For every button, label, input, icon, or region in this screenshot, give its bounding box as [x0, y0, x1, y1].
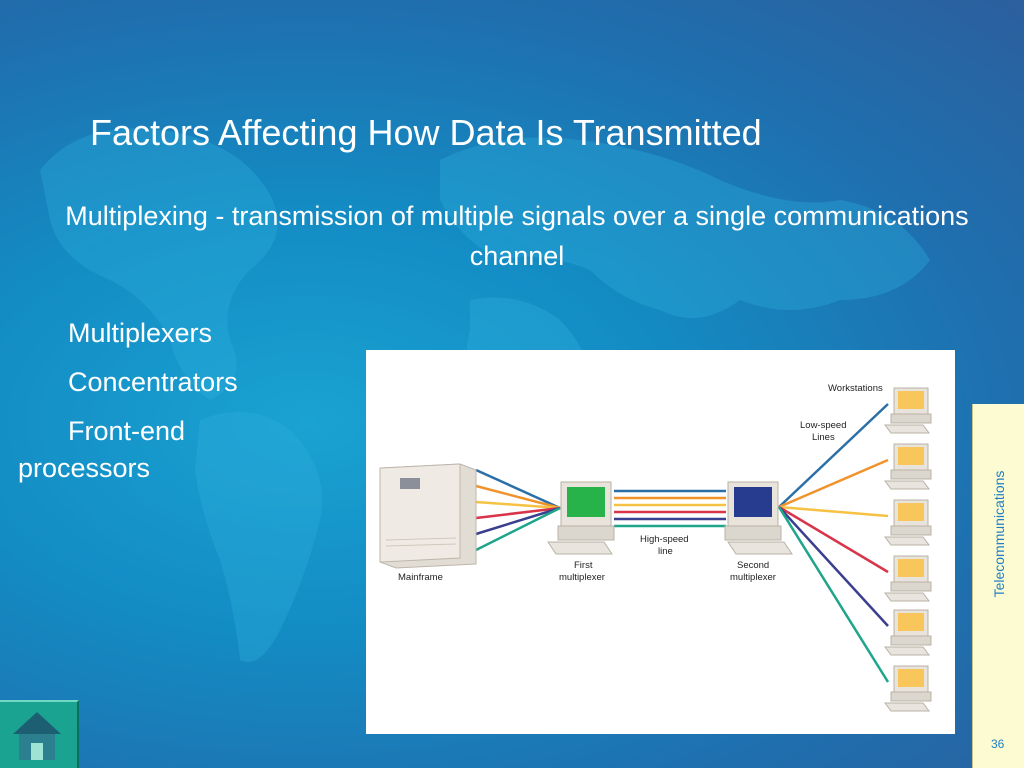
- mainframe-line: [475, 468, 561, 510]
- low-speed-line: [778, 505, 889, 518]
- workstation-icon: [884, 665, 932, 712]
- mainframe-line: [475, 506, 561, 520]
- low-speed-line: [778, 403, 889, 508]
- high-speed-lines: [614, 489, 726, 528]
- mainframe-line: [475, 506, 561, 536]
- label-high-speed: High-speed: [640, 534, 689, 545]
- bullet-front-end: Front-end: [68, 416, 186, 446]
- multiplexing-diagram: Workstations Low-speed Lines High-speed …: [366, 350, 955, 734]
- low-speed-lines: [777, 403, 890, 683]
- bullet-concentrators: Concentrators: [68, 367, 238, 397]
- first-multiplexer-icon: [547, 481, 615, 555]
- workstation-icon: [884, 387, 932, 434]
- label-first: First: [574, 560, 593, 571]
- workstation-icon: [884, 499, 932, 546]
- label-line: line: [658, 546, 673, 557]
- mainframe-line: [475, 484, 561, 510]
- low-speed-line: [777, 506, 890, 683]
- label-workstations: Workstations: [828, 383, 883, 394]
- workstation-icon: [884, 555, 932, 602]
- bullet-front-end-continuation: processors: [18, 453, 151, 483]
- slide-title: Factors Affecting How Data Is Transmitte…: [90, 112, 762, 153]
- bullet-multiplexers: Multiplexers: [68, 318, 213, 348]
- mainframe-line: [475, 500, 561, 510]
- multiplexing-diagram-svg: Workstations Low-speed Lines High-speed …: [379, 383, 932, 712]
- side-tab: Telecommunications 36: [972, 404, 1024, 768]
- mainframe-line: [475, 506, 561, 552]
- page-number: 36: [991, 737, 1005, 751]
- workstation-icon: [884, 609, 932, 656]
- mainframe-lines: [475, 468, 561, 552]
- home-button[interactable]: [0, 700, 79, 768]
- workstation-group: [884, 387, 932, 712]
- label-first-multiplexer: multiplexer: [559, 572, 605, 583]
- bullet-list: Multiplexers Concentrators Front-end pro…: [18, 315, 318, 487]
- label-second: Second: [737, 560, 769, 571]
- low-speed-line: [778, 505, 889, 574]
- low-speed-line: [778, 506, 889, 627]
- label-low-speed: Low-speed: [800, 420, 846, 431]
- side-label: Telecommunications: [991, 470, 1007, 598]
- mainframe-icon: [379, 463, 477, 569]
- second-multiplexer-icon: [724, 481, 793, 555]
- slide-subtitle: Multiplexing - transmission of multiple …: [65, 201, 969, 271]
- label-lines: Lines: [812, 432, 835, 443]
- label-mainframe: Mainframe: [398, 572, 443, 583]
- home-icon: [13, 712, 61, 760]
- workstation-icon: [884, 443, 932, 490]
- label-second-multiplexer: multiplexer: [730, 572, 776, 583]
- low-speed-line: [778, 458, 889, 509]
